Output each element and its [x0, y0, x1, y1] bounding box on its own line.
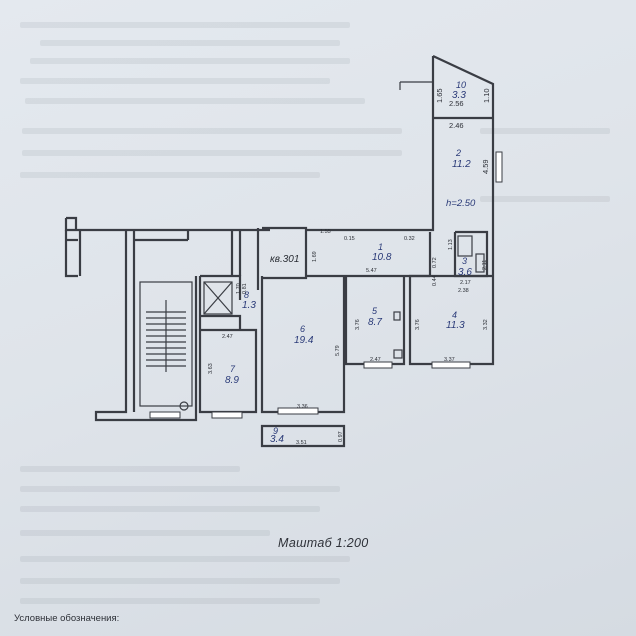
elevator-shaft — [203, 281, 233, 315]
dim-label: 2.47 — [370, 357, 381, 363]
bg-text-line — [25, 98, 365, 104]
room-number: 9 — [273, 426, 278, 436]
room-number: 7 — [230, 364, 236, 374]
bath-fixtures — [393, 235, 485, 359]
dim-label: 1.13 — [448, 239, 454, 250]
windows — [149, 151, 503, 419]
dim-label: 0.97 — [338, 431, 344, 442]
room-area: 8.9 — [225, 375, 239, 386]
room-area: 1.3 — [242, 300, 256, 311]
bg-text-line — [20, 578, 340, 584]
stairs — [139, 281, 193, 411]
room-2 — [431, 118, 495, 228]
room-area: 3.6 — [458, 267, 472, 278]
bg-text-line — [20, 556, 350, 562]
bg-text-line — [480, 196, 610, 202]
room-area: 11.2 — [452, 159, 471, 170]
dim-label: 3.36 — [297, 404, 308, 410]
scale-label: Маштаб 1:200 — [278, 536, 369, 550]
room-number: 8 — [244, 290, 249, 300]
room-number: 10 — [456, 80, 466, 90]
bg-text-line — [480, 128, 610, 134]
bg-text-line — [20, 530, 270, 536]
ceiling-height: h=2.50 — [446, 198, 476, 209]
dim-label: 0.32 — [404, 236, 415, 242]
bg-text-line — [20, 506, 320, 512]
dim-label: 5.47 — [366, 268, 377, 274]
dim-label: 1.70 — [236, 283, 242, 294]
dim-label: 3.76 — [355, 319, 361, 330]
dim-label: 2.17 — [460, 280, 471, 286]
bg-text-line — [22, 128, 402, 134]
dim-label: 0.72 — [432, 257, 438, 268]
room-number: 1 — [378, 242, 383, 252]
room-area: 10.8 — [372, 252, 392, 263]
room-area: 3.3 — [452, 90, 466, 101]
dim-label: 3.76 — [415, 319, 421, 330]
dim-label: 1.10 — [482, 88, 491, 103]
apartment-label: кв.301 — [270, 254, 299, 265]
room-number: 4 — [452, 310, 457, 320]
room-number: 6 — [300, 324, 305, 334]
dim-label: 2.11 — [482, 260, 488, 270]
dim-label: 2.46 — [449, 121, 464, 130]
dim-label: 3.51 — [296, 440, 307, 446]
bg-text-line — [20, 466, 240, 472]
dim-label: 5.79 — [335, 345, 341, 356]
dim-label: 3.37 — [444, 357, 455, 363]
room-number: 5 — [372, 306, 378, 316]
dim-label: 2.56 — [449, 99, 464, 108]
bg-text-line — [20, 172, 320, 178]
dim-label: 0.81 — [242, 283, 248, 294]
bg-text-line — [22, 150, 402, 156]
dim-label: 0.15 — [344, 236, 355, 242]
bg-text-line — [20, 598, 320, 604]
legend-heading: Условные обозначения: — [14, 613, 120, 624]
balcony-10 — [399, 55, 495, 120]
room-area: 11.3 — [446, 320, 465, 331]
bg-text-line — [20, 486, 340, 492]
dim-label: 2.38 — [458, 288, 469, 294]
dim-label: 2.47 — [222, 334, 233, 340]
bg-text-line — [20, 22, 350, 28]
dim-label: 0.44 — [432, 275, 438, 286]
room-number: 3 — [462, 256, 467, 266]
room-area: 8.7 — [368, 317, 382, 328]
dim-label: 1.69 — [312, 251, 318, 262]
room-area: 19.4 — [294, 335, 314, 346]
dim-label: 3.63 — [208, 363, 214, 374]
room-area: 3.4 — [270, 434, 284, 445]
dim-label: 4.59 — [481, 159, 490, 174]
bg-text-line — [30, 58, 350, 64]
dim-label: 1.55 — [320, 229, 331, 235]
bg-text-line — [20, 78, 330, 84]
dim-label: 3.32 — [483, 319, 489, 330]
dim-label: 1.65 — [435, 88, 444, 103]
bg-text-line — [40, 40, 340, 46]
room-number: 2 — [455, 148, 461, 158]
